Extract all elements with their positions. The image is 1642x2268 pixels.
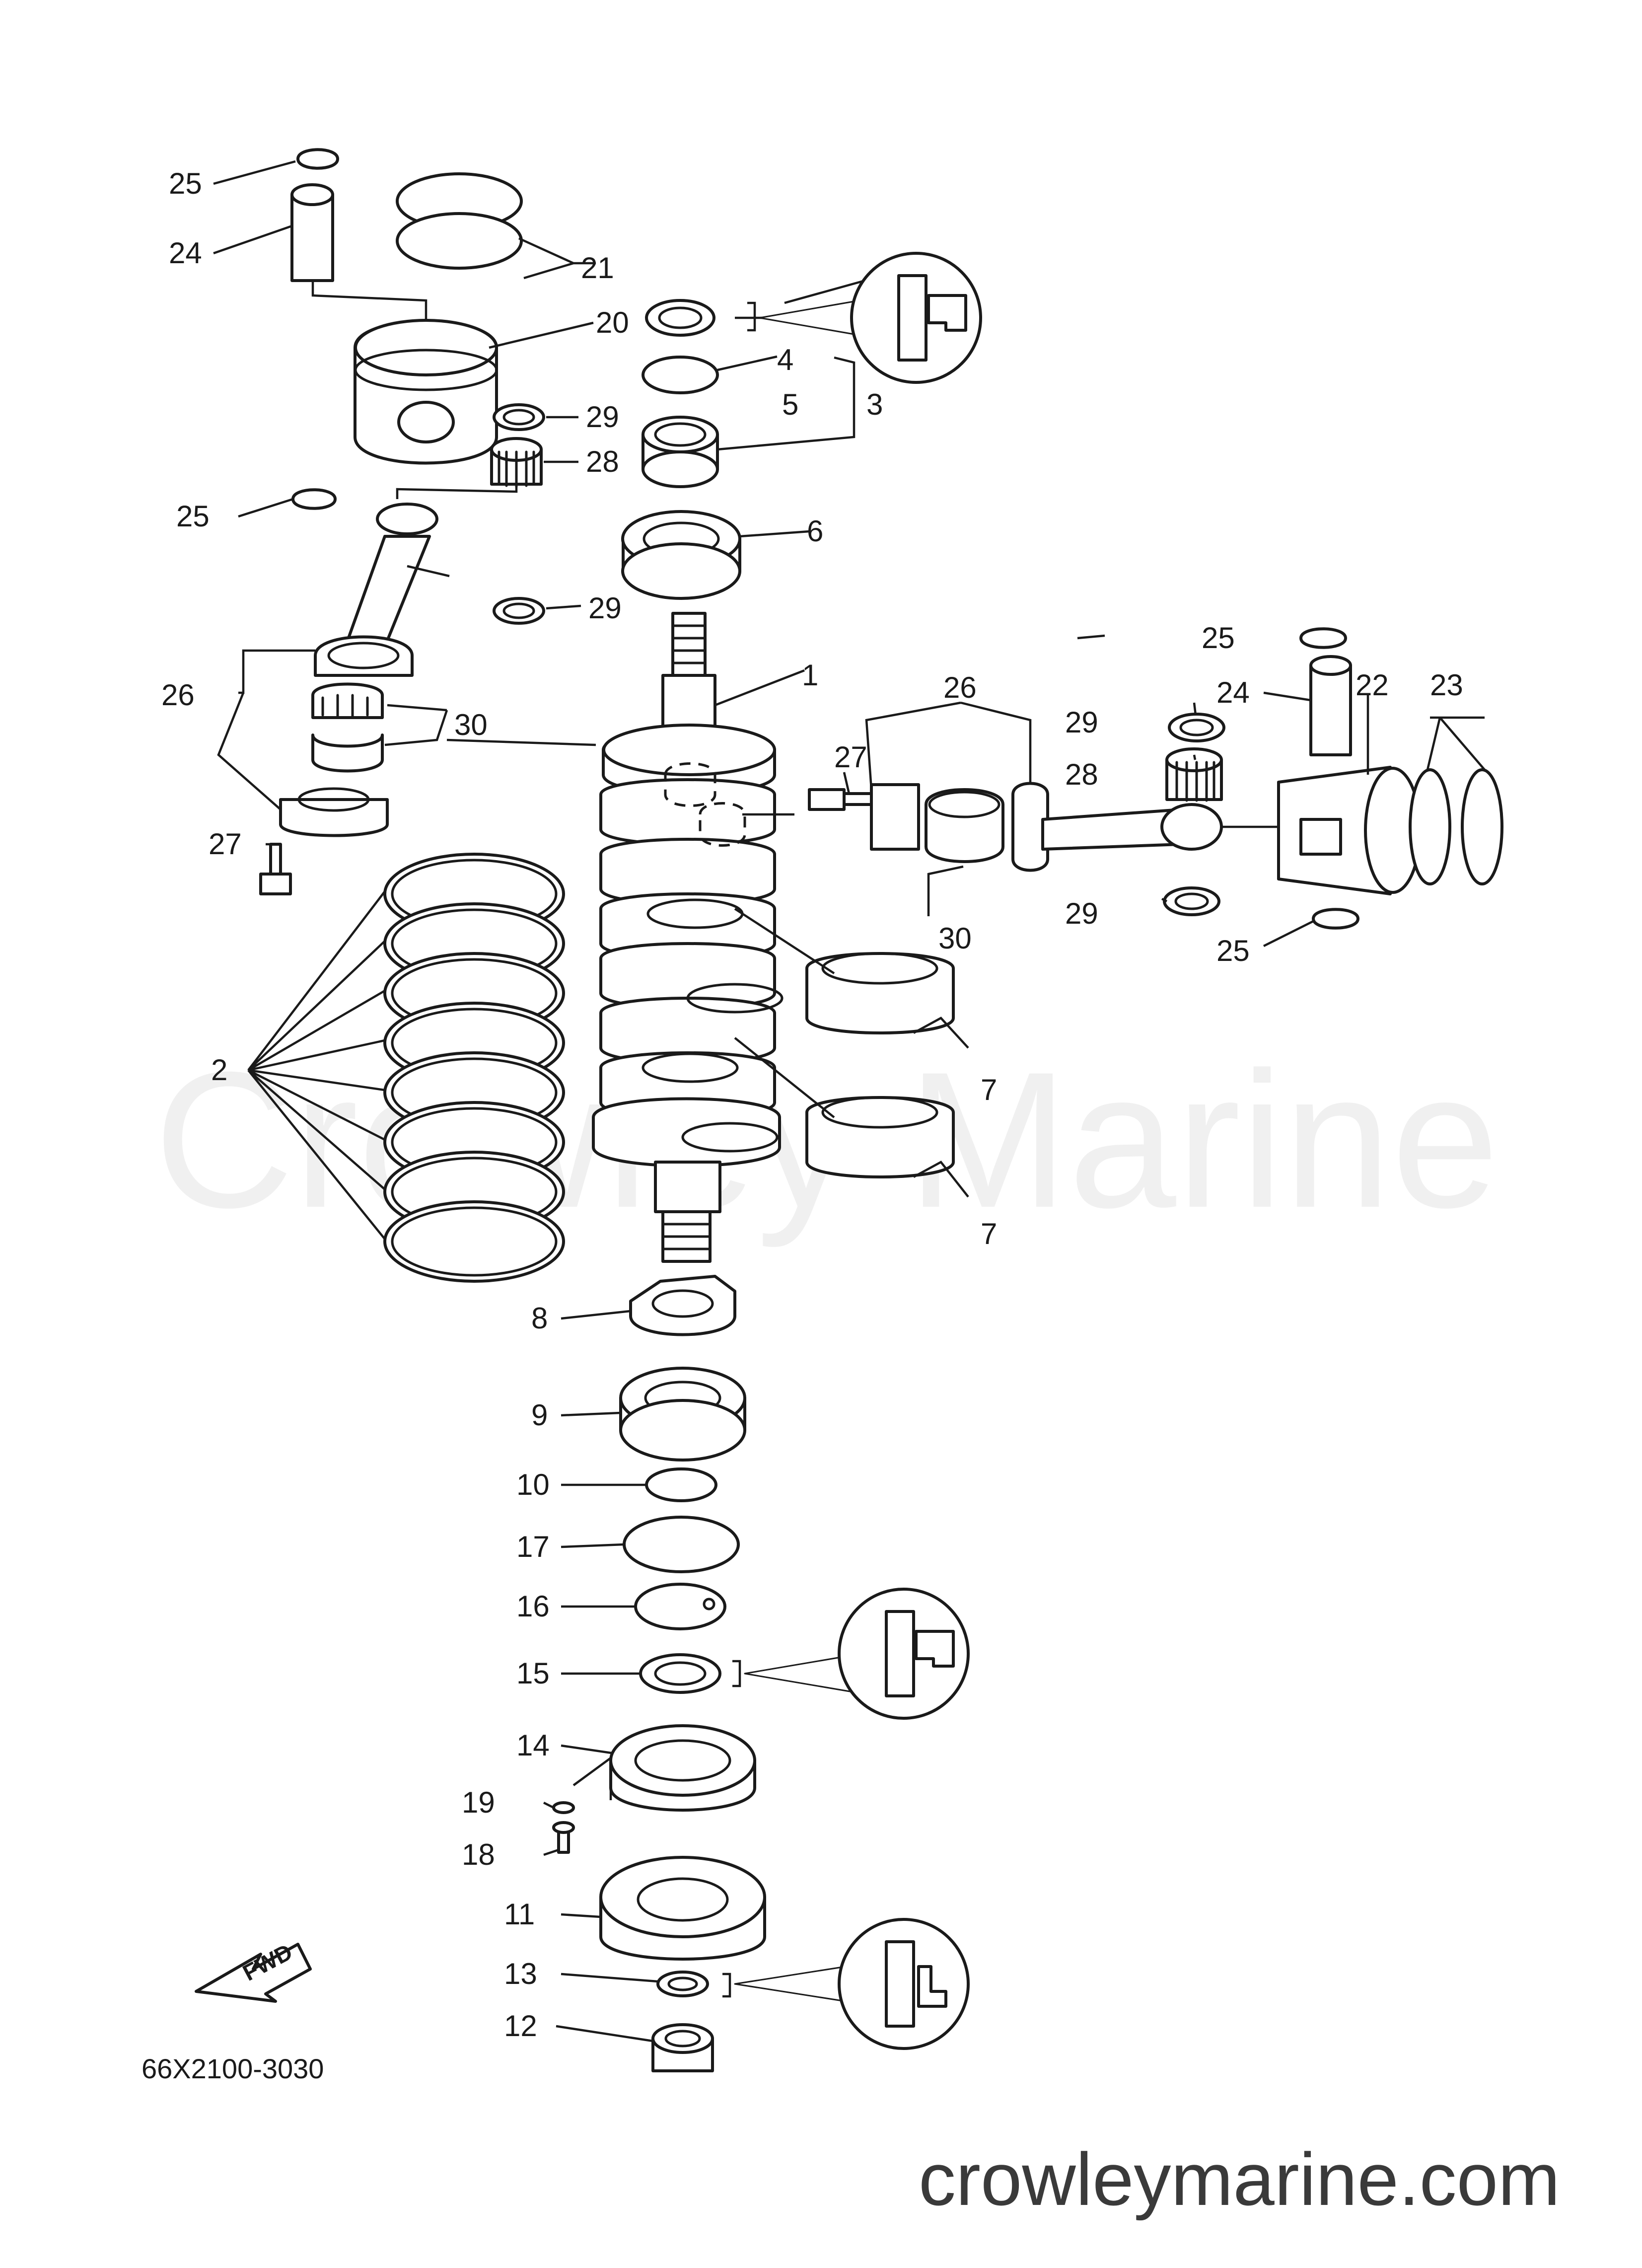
piston-ring-pair-top[interactable] — [396, 172, 523, 270]
oil-icon — [722, 1918, 970, 2050]
fwd-arrow-icon: FWD — [195, 1939, 312, 2003]
callout-27: 27 — [834, 740, 867, 774]
callout-7: 7 — [981, 1073, 997, 1106]
callout-12: 12 — [504, 2009, 537, 2043]
callout-24: 24 — [169, 236, 202, 270]
callout-24: 24 — [1216, 676, 1250, 709]
callout-17: 17 — [516, 1530, 550, 1563]
connecting-rod-left[interactable] — [314, 503, 438, 677]
main-bearing-upper[interactable] — [805, 952, 955, 1034]
main-bearing-lower[interactable] — [805, 1096, 955, 1178]
piston-right[interactable] — [1277, 766, 1422, 895]
callout-3: 3 — [866, 388, 883, 421]
oil-seal-mid[interactable] — [639, 1653, 721, 1694]
callout-27: 27 — [209, 827, 242, 861]
circlip-mid-left[interactable] — [291, 488, 337, 510]
callout-26: 26 — [161, 678, 195, 712]
o-ring-top[interactable] — [642, 356, 719, 394]
spacer-plate[interactable] — [634, 1583, 726, 1630]
washer-top-left[interactable] — [493, 403, 545, 431]
callout-25: 25 — [176, 500, 210, 533]
circlip-right-top[interactable] — [1299, 627, 1347, 649]
callout-19: 19 — [462, 1786, 495, 1819]
rod-cap-right[interactable] — [870, 783, 920, 851]
diagram-code: 66X2100-3030 — [142, 2053, 324, 2084]
crankshaft[interactable] — [592, 612, 784, 1263]
bearing-assembly-top[interactable] — [642, 416, 719, 488]
oil-seal-bottom[interactable] — [656, 1971, 709, 1997]
rod-cap-left[interactable] — [279, 787, 389, 837]
callout-8: 8 — [531, 1302, 548, 1335]
piston-rings-stack[interactable] — [383, 853, 565, 1283]
callout-13: 13 — [504, 1957, 537, 1990]
snap-ring[interactable] — [645, 1467, 717, 1502]
bearing-housing[interactable] — [609, 1724, 756, 1812]
callout-26: 26 — [943, 671, 977, 704]
callout-4: 4 — [777, 343, 793, 376]
callout-6: 6 — [807, 514, 823, 548]
callout-9: 9 — [531, 1398, 548, 1432]
piston-pin-right[interactable] — [1309, 655, 1352, 756]
callout-labels: 25 24 21 20 29 28 25 29 26 30 27 4 5 3 6… — [161, 167, 1463, 2043]
callout-11: 11 — [504, 1898, 535, 1931]
callout-29: 29 — [1065, 706, 1098, 739]
needle-bearing-top-left[interactable] — [490, 437, 543, 488]
callout-30: 30 — [938, 922, 972, 955]
bearing-halves-left[interactable] — [311, 682, 384, 773]
callout-22: 22 — [1356, 668, 1389, 702]
leader-lines — [213, 160, 1486, 2043]
nut-bottom[interactable] — [651, 2023, 714, 2072]
callout-25: 25 — [169, 167, 202, 200]
callout-23: 23 — [1430, 668, 1463, 702]
grease-icon — [732, 1588, 970, 1720]
callout-10: 10 — [516, 1468, 550, 1501]
callout-15: 15 — [516, 1657, 550, 1690]
callout-21: 21 — [581, 251, 614, 285]
connecting-rod-right[interactable] — [1011, 782, 1223, 872]
piston-top-left[interactable] — [354, 319, 498, 465]
callout-29: 29 — [586, 400, 619, 434]
rod-bolt-left[interactable] — [259, 843, 292, 895]
grease-icon — [747, 252, 982, 384]
callout-1: 1 — [802, 658, 818, 692]
ball-bearing-lower[interactable] — [619, 1367, 746, 1462]
bolt-small[interactable] — [552, 1821, 575, 1854]
circlip-right-bottom[interactable] — [1312, 908, 1359, 930]
bearing-half-right[interactable] — [925, 788, 1004, 863]
callout-18: 18 — [462, 1838, 495, 1871]
circlip-top-left[interactable] — [296, 148, 339, 170]
callout-2: 2 — [211, 1053, 227, 1087]
callout-16: 16 — [516, 1590, 550, 1623]
oil-seal-top[interactable] — [645, 299, 715, 337]
washer-lower-left[interactable] — [493, 597, 545, 625]
washer-right-top[interactable] — [1168, 713, 1225, 742]
callout-14: 14 — [516, 1729, 550, 1762]
piston-pin-top-left[interactable] — [290, 183, 334, 282]
callout-25: 25 — [1202, 621, 1235, 655]
callout-29: 29 — [588, 591, 622, 625]
piston-ring-pair-right[interactable] — [1409, 768, 1503, 885]
site-url: crowleymarine.com — [919, 2137, 1560, 2221]
callout-5: 5 — [782, 388, 798, 421]
washer-right-bottom[interactable] — [1163, 886, 1220, 916]
callout-20: 20 — [596, 306, 629, 339]
needle-bearing-right[interactable] — [1165, 747, 1223, 802]
washer-small[interactable] — [552, 1801, 575, 1814]
o-ring-large[interactable] — [623, 1516, 740, 1573]
lower-bearing-cup[interactable] — [599, 1856, 766, 1961]
gear-plate[interactable] — [629, 1275, 736, 1336]
rod-bolt-right[interactable] — [808, 788, 875, 811]
callout-29: 29 — [1065, 897, 1098, 930]
callout-30: 30 — [454, 708, 488, 741]
callout-7: 7 — [981, 1217, 997, 1250]
ball-bearing-top[interactable] — [621, 510, 741, 600]
callout-28: 28 — [1065, 758, 1098, 791]
callout-28: 28 — [586, 445, 619, 478]
callout-25: 25 — [1216, 934, 1250, 967]
